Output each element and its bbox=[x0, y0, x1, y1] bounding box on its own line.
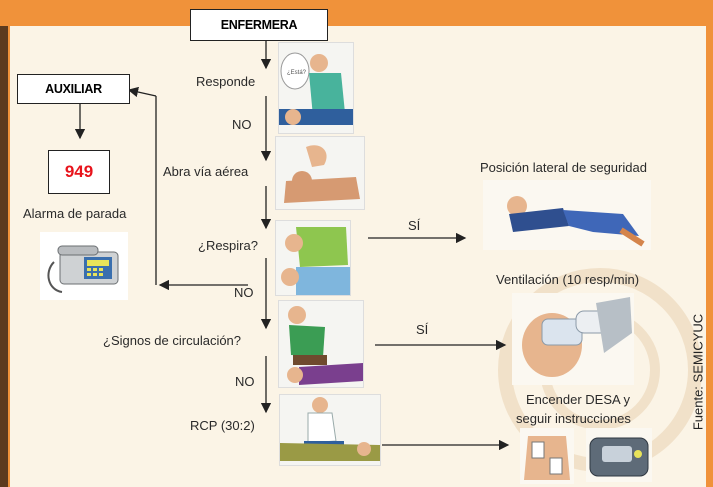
photo-ventilation bbox=[512, 293, 634, 385]
recovery-position-label: Posición lateral de seguridad bbox=[480, 160, 647, 175]
step-circulation: ¿Signos de circulación? bbox=[103, 333, 242, 348]
photo-circulation bbox=[278, 300, 364, 388]
aed-label-line1: Encender DESA y bbox=[526, 392, 631, 407]
yes-label-2: SÍ bbox=[416, 322, 429, 337]
emergency-number: 949 bbox=[64, 162, 94, 181]
step-no-1: NO bbox=[232, 117, 252, 132]
step-no-3: NO bbox=[235, 374, 255, 389]
svg-text:¿Está?: ¿Está? bbox=[287, 70, 307, 76]
step-open-airway: Abra vía aérea bbox=[163, 164, 249, 179]
left-frame bbox=[0, 26, 8, 487]
photo-responds: ¿Está? bbox=[278, 42, 354, 134]
aed-label-line2: seguir instrucciones bbox=[516, 411, 631, 426]
telephone-image bbox=[40, 232, 128, 300]
photo-cpr bbox=[279, 394, 381, 466]
nurse-label: ENFERMERA bbox=[220, 18, 298, 32]
photo-aed-device bbox=[586, 428, 652, 482]
left-frame-accent bbox=[8, 26, 10, 487]
yes-label-1: SÍ bbox=[408, 218, 421, 233]
alarm-label: Alarma de parada bbox=[23, 206, 127, 221]
emergency-number-box: 949 bbox=[48, 150, 110, 194]
ventilation-label: Ventilación (10 resp/min) bbox=[496, 272, 640, 287]
photo-breathing bbox=[275, 220, 351, 296]
auxiliary-label: AUXILIAR bbox=[45, 82, 102, 96]
step-no-2: NO bbox=[234, 285, 254, 300]
nurse-box: ENFERMERA bbox=[190, 9, 328, 41]
photo-aed-pads bbox=[520, 428, 574, 484]
top-bar bbox=[0, 0, 713, 26]
step-cpr: RCP (30:2) bbox=[190, 418, 255, 433]
telephone-icon bbox=[47, 245, 119, 293]
step-breathing: ¿Respira? bbox=[198, 238, 258, 253]
step-responds: Responde bbox=[196, 74, 256, 89]
photo-recovery-position bbox=[483, 180, 651, 250]
source-credit: Fuente: SEMICYUC bbox=[690, 313, 706, 431]
photo-open-airway bbox=[275, 136, 365, 210]
right-frame bbox=[706, 26, 713, 487]
auxiliary-box: AUXILIAR bbox=[17, 74, 130, 104]
